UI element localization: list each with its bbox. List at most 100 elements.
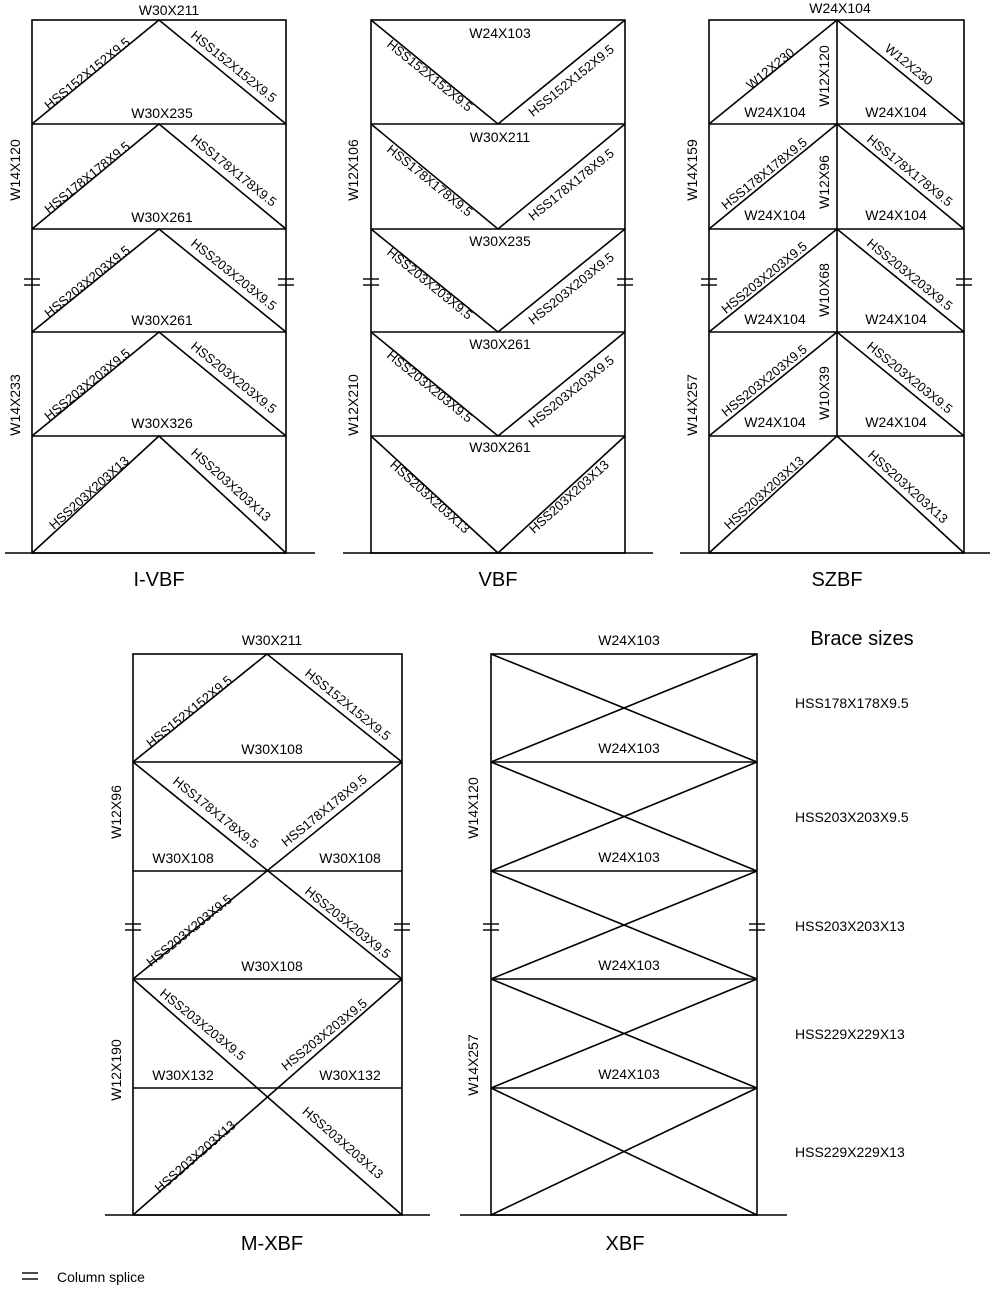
frame-xbf: W24X103 W24X103 W24X103 W24X103 W24X103 …	[460, 632, 787, 1255]
column-splice-right	[956, 278, 972, 286]
beam-label: W24X104	[744, 207, 806, 223]
brace-label: HSS203X203X9.5	[41, 242, 132, 320]
frame-vbf: W24X103 W30X211 W30X235 W30X261 W30X261 …	[343, 19, 653, 591]
frame-members	[132, 652, 403, 1216]
frame-members	[708, 18, 965, 554]
column-label: W12X210	[345, 374, 361, 436]
column-label: W14X120	[465, 777, 481, 839]
column-label: W14X120	[7, 139, 23, 201]
column-splice-left	[363, 278, 379, 286]
brace-label: HSS203X203X9.5	[278, 995, 369, 1073]
brace-label: HSS203X203X9.5	[718, 341, 809, 419]
beam-label: W30X261	[469, 439, 531, 455]
brace-label: HSS203X203X13	[721, 453, 807, 532]
beam-label: W30X108	[241, 741, 303, 757]
brace-sizes-list: Brace sizes HSS178X178X9.5 HSS203X203X9.…	[795, 628, 914, 1160]
beam-label: W30X326	[131, 415, 193, 431]
beam-label: W24X104	[865, 414, 927, 430]
frame-members	[490, 653, 758, 1216]
zipper-column-label: W12X120	[816, 45, 832, 107]
legend: Column splice	[22, 1269, 145, 1285]
column-splice-right	[617, 278, 633, 286]
brace-label: HSS152X152X9.5	[525, 41, 616, 119]
beam-label: W30X235	[131, 105, 193, 121]
brace-label: HSS178X178X9.5	[278, 771, 369, 849]
brace-label: HSS203X203X13	[46, 453, 132, 532]
brace-label: HSS203X203X13	[526, 457, 612, 536]
brace-label: HSS203X203X9.5	[302, 883, 393, 961]
beam-label: W24X103	[598, 740, 660, 756]
frame-m-xbf: W30X211 W30X108 W30X108 W30X108 W30X108 …	[105, 632, 430, 1255]
brace-label: HSS152X152X9.5	[143, 672, 234, 750]
brace-label: HSS152X152X9.5	[384, 36, 475, 114]
brace-label: HSS152X152X9.5	[188, 27, 279, 105]
zipper-column-label: W10X39	[816, 366, 832, 420]
beam-label: W24X103	[598, 632, 660, 648]
column-label: W12X96	[108, 785, 124, 839]
beam-label: W30X261	[469, 336, 531, 352]
brace-label: HSS203X203X9.5	[864, 338, 955, 416]
brace-label: HSS178X178X9.5	[384, 141, 475, 219]
brace-label: HSS203X203X9.5	[157, 985, 248, 1063]
brace-size-item: HSS203X203X9.5	[795, 809, 909, 825]
beam-label: W24X104	[744, 104, 806, 120]
brace-label: HSS203X203X13	[865, 447, 951, 526]
column-splice-right	[278, 278, 294, 286]
beam-label: W30X108	[241, 958, 303, 974]
top-brace-label: W12X230	[882, 41, 936, 89]
column-splice-right	[394, 923, 410, 931]
brace-label: HSS203X203X9.5	[188, 235, 279, 313]
beam-label: W30X261	[131, 312, 193, 328]
top-brace-label: W12X230	[743, 45, 797, 93]
beam-label: W24X104	[865, 311, 927, 327]
beam-label: W30X235	[469, 233, 531, 249]
column-splice-left	[701, 278, 717, 286]
beam-label: W30X211	[139, 2, 200, 18]
brace-label: HSS178X178X9.5	[188, 131, 279, 209]
brace-label: HSS178X178X9.5	[525, 145, 616, 223]
frame-szbf: W24X104 W24X104 W24X104 W24X104 W24X104 …	[680, 0, 990, 591]
beam-label: W30X211	[470, 129, 531, 145]
brace-size-item: HSS178X178X9.5	[795, 695, 909, 711]
frame-caption: SZBF	[811, 569, 862, 591]
brace-size-item: HSS229X229X13	[795, 1026, 905, 1042]
beam-label: W24X104	[865, 104, 927, 120]
brace-label: HSS178X178X9.5	[41, 138, 132, 216]
frame-i-vbf: W30X211 W30X235 W30X261 W30X261 W30X326 …	[5, 2, 315, 591]
brace-sizes-title: Brace sizes	[810, 628, 913, 650]
brace-label: HSS203X203X9.5	[41, 345, 132, 423]
beam-label: W24X103	[469, 25, 531, 41]
brace-label: HSS178X178X9.5	[718, 134, 809, 212]
zipper-column-label: W10X68	[816, 263, 832, 317]
column-label: W14X257	[465, 1034, 481, 1096]
beam-label: W24X104	[865, 207, 927, 223]
beam-label: W24X103	[598, 957, 660, 973]
column-label: W12X190	[108, 1039, 124, 1101]
column-splice-left	[24, 278, 40, 286]
brace-label: HSS203X203X9.5	[525, 249, 616, 327]
beam-label: W24X103	[598, 849, 660, 865]
brace-label: HSS203X203X13	[152, 1118, 239, 1196]
column-label: W14X159	[684, 139, 700, 201]
frame-caption: VBF	[479, 569, 518, 591]
beam-label: W30X261	[131, 209, 193, 225]
beam-label: W30X108	[319, 850, 381, 866]
brace-size-item: HSS203X203X13	[795, 918, 905, 934]
brace-label: HSS203X203X13	[300, 1104, 387, 1182]
brace-label: HSS152X152X9.5	[41, 34, 132, 112]
column-label: W14X233	[7, 374, 23, 436]
column-label: W14X257	[684, 374, 700, 436]
brace-label: HSS203X203X9.5	[864, 235, 955, 313]
beam-label: W30X211	[242, 632, 303, 648]
brace-label: HSS203X203X9.5	[525, 352, 616, 430]
brace-size-item: HSS229X229X13	[795, 1144, 905, 1160]
brace-label: HSS203X203X9.5	[384, 244, 475, 322]
frame-caption: XBF	[606, 1233, 645, 1255]
beam-label: W30X132	[152, 1067, 214, 1083]
brace-label: HSS203X203X9.5	[384, 347, 475, 425]
brace-label: HSS152X152X9.5	[302, 665, 393, 743]
frame-caption: M-XBF	[241, 1233, 303, 1255]
brace-label: HSS203X203X13	[387, 457, 473, 536]
frame-caption: I-VBF	[133, 569, 184, 591]
